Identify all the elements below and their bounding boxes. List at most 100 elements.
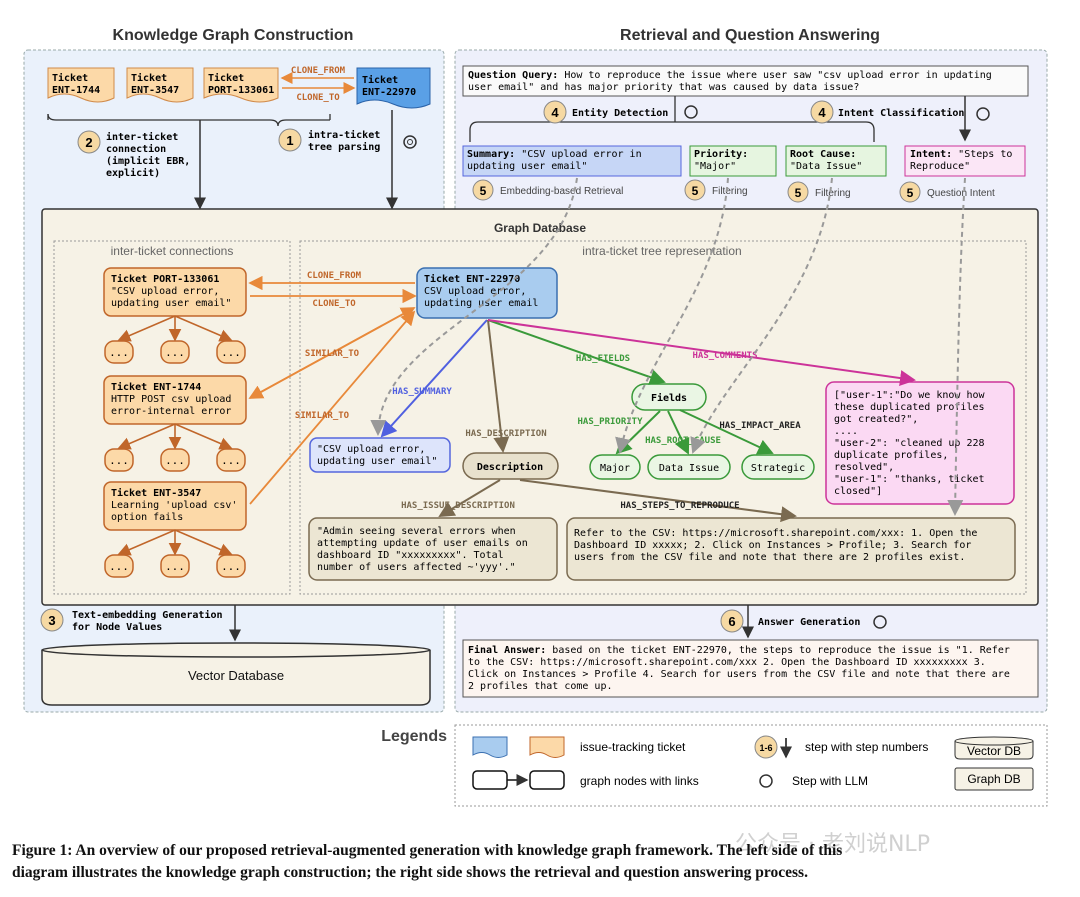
- entity-intent: Intent: "Steps to Reproduce": [904, 145, 1026, 177]
- node-strategic: Strategic: [741, 454, 815, 480]
- question-query-box: [462, 65, 1029, 97]
- svg-text:Description: Description: [477, 461, 543, 473]
- has-impact-area-edge-label: HAS_IMPACT_AREA: [719, 421, 801, 431]
- svg-text:3: 3: [48, 613, 55, 628]
- step-1: 1 intra-ticket tree parsing: [278, 128, 380, 153]
- similar-to-edge-label-1: SIMILAR_TO: [305, 349, 360, 359]
- step-5-intent: 5 Question Intent: [899, 181, 995, 203]
- node-ent-22970: Ticket ENT-22970 CSV upload error, updat…: [416, 267, 558, 319]
- svg-text:Intent: "Steps to: Intent: "Steps to: [910, 149, 1012, 160]
- svg-text:6: 6: [728, 614, 735, 629]
- svg-text:for Node Values: for Node Values: [72, 622, 162, 633]
- svg-text:ENT-1744: ENT-1744: [52, 85, 100, 96]
- ticket-ent-1744: Ticket ENT-1744: [47, 67, 115, 103]
- node-ent-3547: Ticket ENT-3547 Learning 'upload csv' op…: [103, 481, 247, 531]
- has-comments-edge-label: HAS_COMMENTS: [692, 351, 757, 361]
- left-section-title: Knowledge Graph Construction: [113, 27, 354, 44]
- svg-text:Summary: "CSV upload error in: Summary: "CSV upload error in: [467, 149, 642, 160]
- top-clone-to-label: CLONE_TO: [296, 93, 340, 103]
- svg-text:got created?",: got created?",: [834, 414, 918, 425]
- node-summary: "CSV upload error, updating user email": [309, 437, 451, 473]
- svg-text:attempting update of user emai: attempting update of user emails on: [317, 538, 528, 549]
- svg-text:Ticket: Ticket: [52, 72, 88, 84]
- svg-text:1: 1: [286, 133, 293, 148]
- svg-text:...: ...: [165, 560, 185, 573]
- step-5-retrieval: 5 Embedding-based Retrieval: [472, 179, 623, 201]
- ellipsis-child-ent3547-2: ...: [216, 554, 246, 578]
- svg-text:Ticket ENT-3547: Ticket ENT-3547: [111, 487, 201, 499]
- figure-caption: Figure 1: An overview of our proposed re…: [12, 842, 843, 881]
- vector-database: Vector Database: [41, 642, 431, 706]
- has-root-cause-edge-label: HAS_ROOT_CAUSE: [645, 436, 721, 446]
- has-issue-description-edge-label: HAS_ISSUE_DESCRIPTION: [401, 501, 515, 511]
- svg-text:...: ...: [221, 454, 241, 467]
- svg-text:intra-ticket: intra-ticket: [308, 129, 380, 141]
- has-steps-edge-label: HAS_STEPS_TO_REPRODUCE: [620, 501, 739, 511]
- svg-text:step with step numbers: step with step numbers: [805, 740, 928, 754]
- svg-text:5: 5: [907, 186, 914, 200]
- legend-llm: Step with LLM: [759, 774, 868, 788]
- svg-text:1-6: 1-6: [759, 743, 772, 753]
- svg-text:number of users affected ~'yyy: number of users affected ~'yyy'.": [317, 562, 516, 573]
- svg-text:Learning 'upload csv': Learning 'upload csv': [111, 500, 237, 511]
- svg-text:Strategic: Strategic: [751, 463, 805, 474]
- entity-priority: Priority: "Major": [689, 145, 777, 177]
- svg-text:Ticket ENT-22970: Ticket ENT-22970: [424, 273, 520, 285]
- graph-database-panel: [41, 208, 1039, 606]
- svg-text:explicit): explicit): [106, 167, 160, 179]
- svg-text:5: 5: [795, 186, 802, 200]
- svg-text:HTTP POST csv upload: HTTP POST csv upload: [111, 394, 231, 405]
- node-major: Major: [589, 454, 641, 480]
- ellipsis-child-port-2: ...: [216, 340, 246, 364]
- step-2: 2 inter-ticket connection (implicit EBR,…: [77, 130, 190, 179]
- legend-nodes: graph nodes with links: [472, 770, 699, 790]
- svg-text:these duplicated profiles: these duplicated profiles: [834, 402, 985, 413]
- svg-text:Ticket ENT-1744: Ticket ENT-1744: [111, 381, 201, 393]
- ticket-ent-3547: Ticket ENT-3547: [126, 67, 194, 103]
- ellipsis-child-port-1: ...: [160, 340, 190, 364]
- svg-text:5: 5: [480, 184, 487, 198]
- svg-text:graph nodes with links: graph nodes with links: [580, 774, 699, 788]
- node-description: Description: [462, 452, 559, 480]
- svg-text:Vector Database: Vector Database: [188, 668, 284, 683]
- svg-text:updating user email": updating user email": [317, 456, 437, 467]
- ellipsis-child-ent3547-0: ...: [104, 554, 134, 578]
- node-steps-to-reproduce: Refer to the CSV: https://microsoft.shar…: [566, 517, 1016, 581]
- svg-text:...: ...: [109, 560, 129, 573]
- step-5-filter-root: 5 Filtering: [787, 181, 851, 203]
- clone-to-edge-label: CLONE_TO: [312, 299, 356, 309]
- svg-text:Filtering: Filtering: [712, 186, 748, 197]
- svg-text:Intent Classification: Intent Classification: [838, 107, 964, 119]
- step-5-filter-priority: 5 Filtering: [684, 179, 748, 201]
- node-data-issue: Data Issue: [647, 454, 731, 480]
- has-priority-edge-label: HAS_PRIORITY: [577, 417, 643, 427]
- ellipsis-child-ent1744-2: ...: [216, 448, 246, 472]
- legend-title: Legends: [381, 728, 447, 745]
- svg-text:Vector DB: Vector DB: [967, 744, 1021, 758]
- ticket-port-133061: Ticket PORT-133061: [203, 67, 279, 103]
- svg-text:Major: Major: [600, 463, 630, 474]
- svg-text:Dashboard ID xxxxx; 2. Click o: Dashboard ID xxxxx; 2. Click on Instance…: [574, 540, 971, 551]
- svg-text:Question Query: How to reprodu: Question Query: How to reproduce the iss…: [468, 69, 992, 81]
- svg-text:Step with LLM: Step with LLM: [792, 774, 868, 788]
- svg-text:CSV upload error,: CSV upload error,: [424, 286, 526, 297]
- similar-to-edge-label-2: SIMILAR_TO: [295, 411, 350, 421]
- svg-text:Ticket PORT-133061: Ticket PORT-133061: [111, 273, 219, 285]
- svg-text:Text-embedding Generation: Text-embedding Generation: [72, 609, 223, 621]
- step-4-entity: 4 Entity Detection: [543, 100, 698, 124]
- svg-text:...: ...: [221, 346, 241, 359]
- svg-text:2 profiles that come up.: 2 profiles that come up.: [468, 681, 613, 692]
- legend-ticket: issue-tracking ticket: [472, 736, 686, 758]
- node-port-133061: Ticket PORT-133061 "CSV upload error, up…: [103, 267, 247, 317]
- svg-text:Root Cause:: Root Cause:: [790, 149, 856, 160]
- ellipsis-child-port-0: ...: [104, 340, 134, 364]
- svg-text:tree parsing: tree parsing: [308, 141, 380, 153]
- legend-graph-db: Graph DB: [954, 767, 1034, 791]
- svg-text:"CSV upload error,: "CSV upload error,: [317, 444, 425, 455]
- ticket-ent-22970: Ticket ENT-22970: [356, 67, 431, 109]
- svg-text:Ticket: Ticket: [362, 74, 398, 86]
- svg-text:to the CSV: https://microsoft.: to the CSV: https://microsoft.sharepoint…: [468, 657, 986, 668]
- top-clone-from-label: CLONE_FROM: [291, 66, 346, 76]
- svg-text:connection: connection: [106, 143, 166, 155]
- svg-text:Graph DB: Graph DB: [967, 772, 1020, 786]
